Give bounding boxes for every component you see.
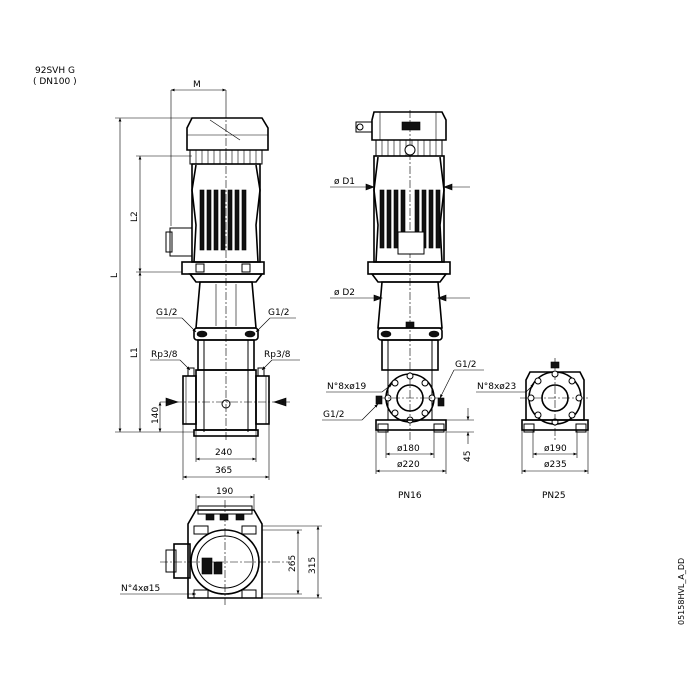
gauge-left-label: G1/2 <box>156 308 177 318</box>
base-dim-315: 315 <box>308 557 318 574</box>
dim-240: 240 <box>215 448 232 458</box>
dim-l2: L2 <box>130 211 140 222</box>
pn25-view: N°8xø23 ø190 ø235 PN25 <box>476 358 590 501</box>
pn25-dim-235: ø235 <box>544 460 567 470</box>
dim-m: M <box>193 80 201 90</box>
dim-45: 45 <box>463 451 473 462</box>
side-dimensions: ø D1 ø D2 N°8xø19 G1/2 G1/2 ø180 ø220 45 <box>322 177 484 501</box>
drain-left-label: Rp3/8 <box>151 350 178 360</box>
port-right-label: G1/2 <box>455 360 476 370</box>
gauge-right-label: G1/2 <box>268 308 289 318</box>
base-view: 190 265 315 N°4xø15 <box>120 487 322 605</box>
base-holes-label: N°4xø15 <box>121 584 160 594</box>
model-size: ( DN100 ) <box>33 77 77 87</box>
pn25-flange-holes: N°8xø23 <box>477 382 516 392</box>
pn25-label: PN25 <box>542 491 566 501</box>
flange-holes-label: N°8xø19 <box>327 382 367 392</box>
front-dimensions: M L L2 L1 140 240 365 G1/2 G1/2 <box>110 80 300 480</box>
front-view <box>160 110 290 440</box>
drain-right-label: Rp3/8 <box>264 350 291 360</box>
dim-d1: ø D1 <box>334 177 355 187</box>
base-dim-190: 190 <box>216 487 233 497</box>
dim-l: L <box>110 273 120 278</box>
dim-220: ø220 <box>397 460 420 470</box>
dim-180: ø180 <box>397 444 420 454</box>
model-title: 92SVH G <box>35 66 75 76</box>
pn16-label: PN16 <box>398 491 422 501</box>
drawing-code: 05158HVL_A_DD <box>677 558 686 625</box>
side-view <box>355 110 451 440</box>
base-dim-265: 265 <box>288 555 298 572</box>
dim-d2: ø D2 <box>334 288 355 298</box>
dim-140: 140 <box>151 407 161 424</box>
dim-365: 365 <box>215 466 232 476</box>
port-left-label: G1/2 <box>323 410 344 420</box>
pn25-dim-190: ø190 <box>544 444 567 454</box>
dim-l1: L1 <box>130 347 140 358</box>
